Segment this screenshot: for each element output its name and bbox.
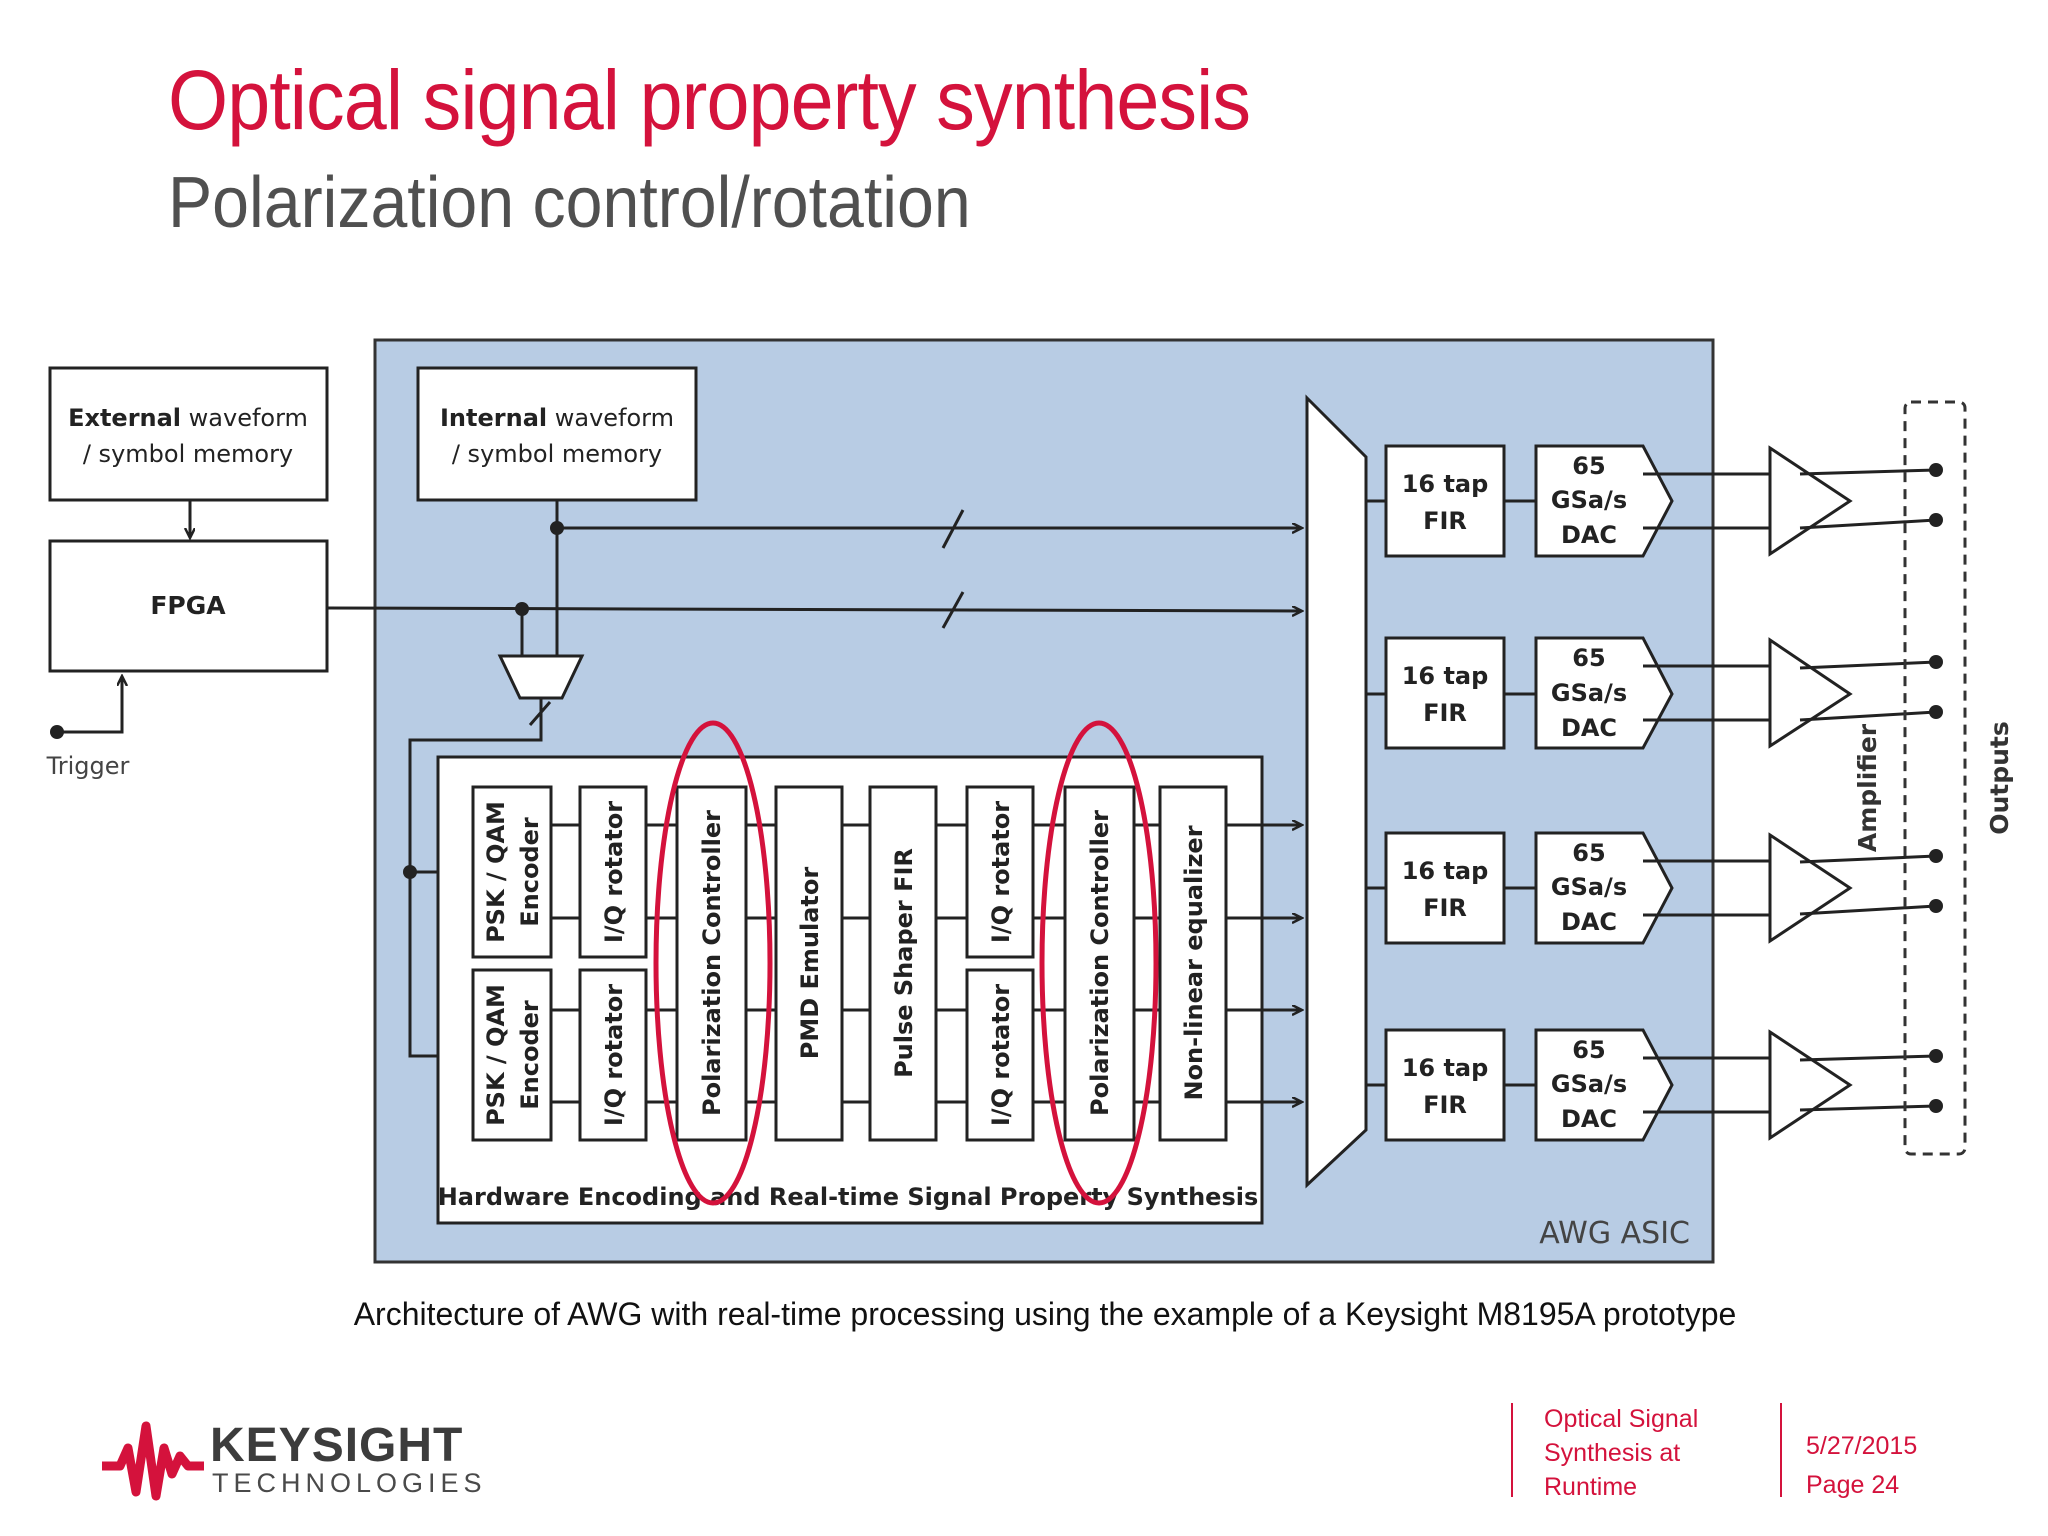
dac-label-1: 65 — [1572, 1036, 1605, 1064]
footer-date-page: 5/27/2015 Page 24 — [1806, 1429, 1917, 1502]
internal-memory-line2: / symbol memory — [452, 440, 662, 468]
external-memory-bold: External — [68, 404, 181, 432]
output-mux — [1305, 394, 1368, 1189]
fir-label-2: FIR — [1423, 699, 1467, 727]
outputs-dashed-box — [1903, 400, 1967, 1156]
iq-rotator-label: I/Q rotator — [600, 984, 628, 1126]
trigger-label: Trigger — [46, 752, 130, 780]
footer-divider-1 — [1511, 1403, 1513, 1497]
channel-4: 16 tap FIR 65 GSa/s DAC — [1366, 1028, 1674, 1142]
footer-doc-title-line1: Optical Signal — [1544, 1405, 1699, 1433]
awg-architecture-diagram: AWG ASIC External waveform / symbol memo… — [46, 338, 2014, 1264]
encoder-top-line1: PSK / QAM — [482, 801, 510, 943]
polarization-controller-label: Polarization Controller — [698, 810, 726, 1116]
amplifier-label: Amplifier — [1853, 723, 1882, 852]
company-subtitle: TECHNOLOGIES — [212, 1468, 487, 1498]
dac-label-2: GSa/s — [1551, 679, 1627, 707]
fpga-block: FPGA — [48, 539, 329, 673]
encoder-top-line2: Encoder — [516, 817, 544, 927]
hw-encoding-block — [436, 755, 1264, 1225]
internal-memory-bold: Internal — [440, 404, 547, 432]
dac-label-1: 65 — [1572, 644, 1605, 672]
outputs-label: Outputs — [1985, 721, 2014, 835]
figure-caption: Architecture of AWG with real-time proce… — [353, 1296, 1737, 1332]
dac-label-1: 65 — [1572, 839, 1605, 867]
fir-label-1: 16 tap — [1402, 662, 1489, 690]
iq-rotator-bottom-2: I/Q rotator — [965, 968, 1035, 1142]
footer-divider-2 — [1780, 1403, 1782, 1497]
pulse-shaper-label: Pulse Shaper FIR — [890, 848, 918, 1078]
iq-rotator-label: I/Q rotator — [987, 984, 1015, 1126]
keysight-logo-icon — [102, 1421, 204, 1501]
footer-page: Page 24 — [1806, 1471, 1900, 1499]
highlight-ellipse-1 — [653, 720, 773, 1206]
fir-label-2: FIR — [1423, 894, 1467, 922]
nonlinear-equalizer-label: Non-linear equalizer — [1180, 825, 1208, 1100]
dac-label-3: DAC — [1561, 714, 1617, 742]
iq-rotator-label: I/Q rotator — [600, 801, 628, 943]
fir-label-1: 16 tap — [1402, 470, 1489, 498]
svg-text:Internal waveform: Internal waveform — [440, 404, 674, 432]
encoder-top: PSK / QAM Encoder — [471, 785, 553, 959]
polarization-controller-label: Polarization Controller — [1086, 810, 1114, 1116]
awg-asic-label: AWG ASIC — [1539, 1216, 1690, 1251]
highlight-ellipse-2 — [1039, 720, 1159, 1206]
footer-doc-title-line2: Synthesis at — [1544, 1439, 1681, 1467]
external-memory-line2: / symbol memory — [83, 440, 293, 468]
dac-label-2: GSa/s — [1551, 873, 1627, 901]
dac-label-1: 65 — [1572, 452, 1605, 480]
dac-label-3: DAC — [1561, 908, 1617, 936]
footer-doc-title: Optical Signal Synthesis at Runtime — [1544, 1402, 1698, 1504]
fir-label-2: FIR — [1423, 507, 1467, 535]
polarization-controller-2: Polarization Controller — [1063, 785, 1136, 1142]
fir-label-1: 16 tap — [1402, 857, 1489, 885]
pmd-emulator-label: PMD Emulator — [796, 867, 824, 1060]
channel-3: 16 tap FIR 65 GSa/s DAC — [1366, 831, 1674, 945]
slide-title: Optical signal property synthesis — [168, 53, 1251, 147]
hw-encoding-label: Hardware Encoding and Real-time Signal P… — [438, 1183, 1259, 1211]
slide-subtitle: Polarization control/rotation — [168, 163, 971, 243]
amplifier-stage — [1643, 445, 1937, 1141]
footer-doc-title-line3: Runtime — [1544, 1473, 1638, 1501]
dac-label-3: DAC — [1561, 1105, 1617, 1133]
channel-2: 16 tap FIR 65 GSa/s DAC — [1366, 636, 1674, 750]
pulse-shaper-fir: Pulse Shaper FIR — [868, 785, 938, 1142]
polarization-controller-1: Polarization Controller — [675, 785, 748, 1142]
external-memory-block: External waveform / symbol memory — [48, 366, 329, 502]
internal-memory-block: Internal waveform / symbol memory — [416, 366, 698, 502]
encoder-bottom: PSK / QAM Encoder — [471, 968, 553, 1142]
company-name: KEYSIGHT — [210, 1419, 464, 1472]
svg-text:External waveform: External waveform — [68, 404, 308, 432]
fir-label-2: FIR — [1423, 1091, 1467, 1119]
pmd-emulator: PMD Emulator — [774, 785, 844, 1142]
dac-label-3: DAC — [1561, 521, 1617, 549]
internal-memory-rest: waveform — [547, 404, 674, 432]
encoder-bottom-line2: Encoder — [516, 1000, 544, 1110]
nonlinear-equalizer: Non-linear equalizer — [1158, 785, 1228, 1142]
iq-rotator-top-1: I/Q rotator — [578, 785, 648, 959]
fpga-label: FPGA — [150, 591, 226, 620]
external-memory-rest: waveform — [181, 404, 308, 432]
footer-date: 5/27/2015 — [1806, 1432, 1918, 1460]
dac-label-2: GSa/s — [1551, 486, 1627, 514]
output-dots — [1929, 463, 1943, 1113]
dac-label-2: GSa/s — [1551, 1070, 1627, 1098]
channel-1: 16 tap FIR 65 GSa/s DAC — [1366, 444, 1674, 558]
iq-rotator-label: I/Q rotator — [987, 801, 1015, 943]
iq-rotator-bottom-1: I/Q rotator — [578, 968, 648, 1142]
fir-label-1: 16 tap — [1402, 1054, 1489, 1082]
iq-rotator-top-2: I/Q rotator — [965, 785, 1035, 959]
input-mux — [497, 654, 585, 700]
encoder-bottom-line1: PSK / QAM — [482, 984, 510, 1126]
